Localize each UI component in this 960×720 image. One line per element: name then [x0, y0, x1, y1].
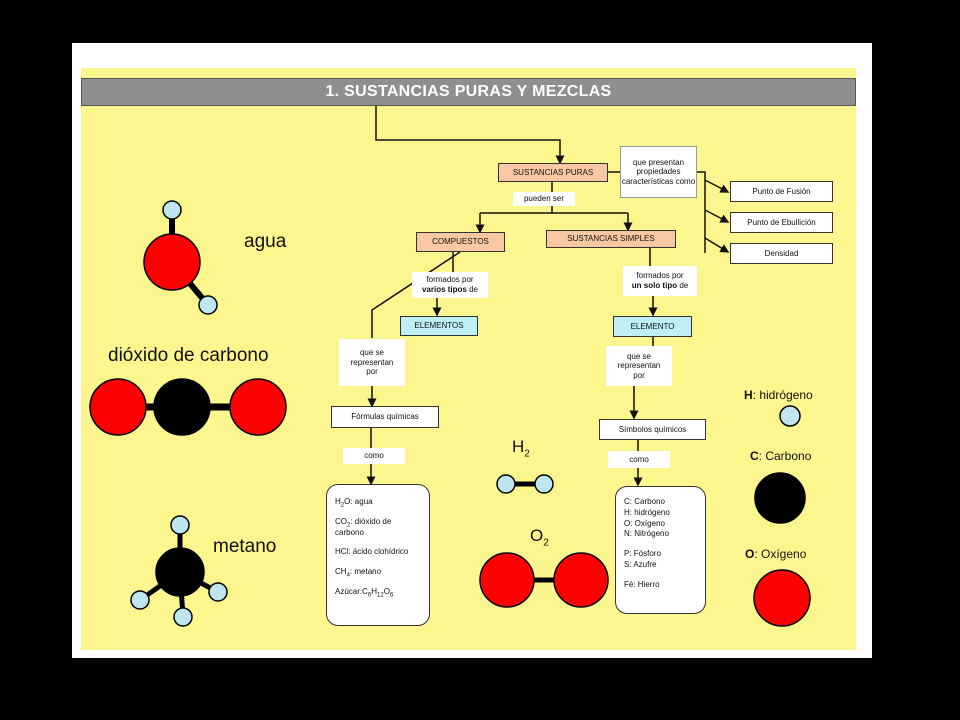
- formados-varios-post: de: [469, 285, 479, 294]
- ch4-name: : metano: [349, 567, 382, 577]
- water-molecule: [143, 200, 218, 315]
- h2o-formula: H2O: [335, 497, 351, 509]
- formados-uno-post: de: [679, 281, 689, 290]
- formados-varios-pre: formados por: [426, 275, 474, 285]
- legend-o-symbol: O: [745, 547, 755, 561]
- formados-varios-label: formados por varios tipos de: [412, 272, 488, 298]
- sustancias-puras-node: SUSTANCIAS PURAS: [498, 163, 608, 182]
- formados-varios-bold: varios tipos: [421, 285, 467, 294]
- formulas-quimicas-node: Fórmulas químicas: [331, 406, 439, 428]
- carbon-atom: [155, 547, 205, 597]
- h2-subscript: 2: [524, 448, 530, 460]
- o2-molecule: [479, 552, 609, 608]
- hydrogen-atom: [496, 474, 516, 494]
- legend-hydrogen-atom: [779, 405, 801, 427]
- dioxido-label: dióxido de carbono: [108, 345, 269, 366]
- ch4-formula: CH4: [335, 567, 350, 579]
- formula-co2: CO2: dióxido de carbono: [335, 517, 421, 539]
- simbolos-quimicos-node: Símbolos químicos: [599, 419, 706, 440]
- agua-label: agua: [244, 231, 287, 252]
- como-left-label: como: [343, 448, 405, 464]
- formados-uno-label: formados por un solo tipo de: [623, 266, 697, 296]
- punto-ebullicion-node: Punto de Ebullición: [730, 212, 833, 233]
- hydrogen-atom: [170, 515, 190, 535]
- hydrogen-atom: [198, 295, 218, 315]
- formula-h2o: H2O: agua: [335, 497, 421, 509]
- formados-uno-line: un solo tipo de: [632, 281, 688, 291]
- formula-hcl: HCl: ácido clohídrico: [335, 547, 409, 557]
- formados-varios-line: varios tipos de: [422, 285, 478, 295]
- symbol-item: H: hidrógeno: [624, 507, 670, 517]
- azucar-formula: C6H12O6: [362, 586, 394, 599]
- elementos-node: ELEMENTOS: [400, 316, 478, 336]
- hydrogen-atom: [534, 474, 554, 494]
- legend-hydrogen: H: hidrógeno: [744, 388, 813, 402]
- formados-uno-pre: formados por: [636, 271, 684, 281]
- h2-symbol: H: [512, 437, 525, 456]
- legend-carbon-atom: [754, 472, 806, 524]
- symbol-item: C: Carbono: [624, 497, 665, 506]
- symbol-item: Fé: Hierro: [624, 579, 660, 589]
- que-se-representan-left: que se representan por: [339, 339, 405, 386]
- metano-label: metano: [213, 536, 277, 557]
- methane-molecule: [130, 515, 228, 627]
- punto-fusion-node: Punto de Fusión: [730, 181, 833, 202]
- symbols-list: C: Carbono H: hidrógeno O: Oxígeno N: Ni…: [615, 486, 706, 614]
- o2-label: O2: [530, 526, 549, 549]
- elemento-node: ELEMENTO: [613, 316, 692, 337]
- hydrogen-atom: [130, 590, 150, 610]
- legend-o-name: : Oxígeno: [754, 547, 807, 561]
- co2-name: : dióxido de carbono: [335, 516, 392, 537]
- symbol-item: P: Fósforo: [624, 549, 661, 559]
- hydrogen-atom: [208, 582, 228, 602]
- symbol-item: O: Oxígeno: [624, 518, 665, 528]
- sustancias-simples-node: SUSTANCIAS SIMPLES: [546, 230, 676, 248]
- symbol-item: S: Azufre: [624, 559, 657, 569]
- legend-h-symbol: H: [744, 388, 753, 402]
- hydrogen-atom: [162, 200, 182, 220]
- formula-ch4: CH4: metano: [335, 567, 421, 579]
- oxygen-atom: [553, 552, 609, 608]
- que-presentan-node: que presentan propiedades característica…: [620, 146, 697, 198]
- diagram-panel: [81, 68, 856, 650]
- h2-label: H2: [512, 437, 530, 460]
- formula-azucar: Azúcar:C6H12O6: [335, 586, 421, 599]
- formulas-list: H2O: agua CO2: dióxido de carbono HCl: á…: [326, 484, 430, 626]
- legend-carbon: C: Carbono: [750, 449, 811, 463]
- legend-h-name: : hidrógeno: [752, 388, 813, 402]
- carbon-atom: [153, 378, 211, 436]
- h2o-name: : agua: [350, 497, 373, 506]
- oxygen-atom: [143, 233, 201, 291]
- legend-oxygen-atom: [753, 569, 811, 627]
- hydrogen-atom: [173, 607, 193, 627]
- o2-symbol: O: [530, 526, 544, 545]
- como-right-label: como: [608, 451, 670, 468]
- co2-formula: CO2: [335, 516, 351, 529]
- co2-molecule: [89, 378, 287, 436]
- legend-c-symbol: C: [750, 449, 759, 463]
- oxygen-atom: [479, 552, 535, 608]
- formados-uno-bold: un solo tipo: [631, 281, 678, 290]
- compuestos-node: COMPUESTOS: [416, 232, 505, 252]
- oxygen-atom: [229, 378, 287, 436]
- o2-subscript: 2: [543, 537, 549, 549]
- symbol-item: N: Nitrógeno: [624, 529, 669, 539]
- legend-oxygen: O: Oxígeno: [745, 547, 806, 561]
- page-title: 1. SUSTANCIAS PURAS Y MEZCLAS: [81, 78, 856, 106]
- oxygen-atom: [89, 378, 147, 436]
- azucar-pre: Azúcar:: [335, 586, 363, 596]
- que-se-representan-right: que se representan por: [606, 346, 672, 386]
- h2-molecule: [496, 474, 554, 494]
- legend-c-name: : Carbono: [758, 449, 812, 463]
- pueden-ser-label: pueden ser: [513, 192, 575, 206]
- densidad-node: Densidad: [730, 243, 833, 264]
